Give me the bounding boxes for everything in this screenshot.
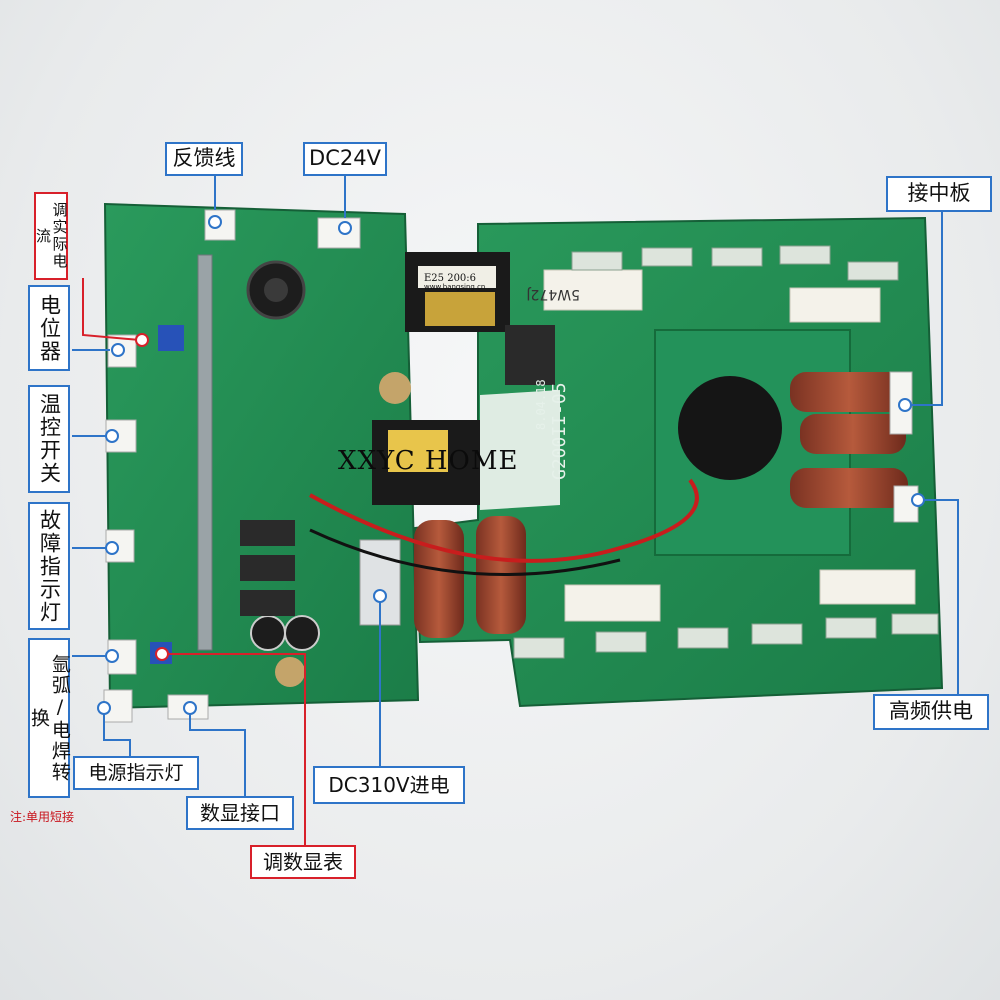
label-fault-light: 故障指示灯 [28,502,70,630]
leader-lines [72,172,959,845]
potentiometer [158,325,184,351]
label-arc-switch: 氩弧/电焊转换 [28,638,71,798]
watermark: XXYC HOME [338,446,519,476]
label-hf-supply: 高频供电 [873,694,989,730]
board-model: G200II-05 [549,382,570,480]
transformer-url: www.bangsing.cn [424,283,485,291]
label-display-port: 数显接口 [186,796,294,830]
note-text: 注:单用短接 [10,810,75,824]
pad-row-bottom [513,613,939,659]
label-middle-board: 接中板 [886,176,992,212]
connector-dc24v [317,217,361,249]
black-wire [309,528,621,577]
board-date: 8.04.18 [534,379,548,430]
label-power-light: 电源指示灯 [73,756,199,790]
pad-row-top [571,245,899,281]
heatsink-strip [197,254,213,651]
resistor-mark: 5W472J [526,286,580,302]
black-toroid [678,376,782,480]
label-dc24v: DC24V [303,142,387,176]
film-capacitor [790,372,908,412]
transformer-brand: E25 200:6 [424,273,476,284]
label-adjust-display: 调数显表 [250,845,356,879]
power-resistor [543,269,643,311]
label-adjust-current: 调实际电流 [34,192,69,280]
red-wire [309,478,699,563]
label-temp-switch: 温控开关 [28,385,70,493]
silkscreen-area [480,390,560,510]
label-feedback-wire: 反馈线 [165,142,243,176]
label-potentiometer: 电位器 [28,285,70,371]
label-dc310v-input: DC310V进电 [313,766,465,804]
